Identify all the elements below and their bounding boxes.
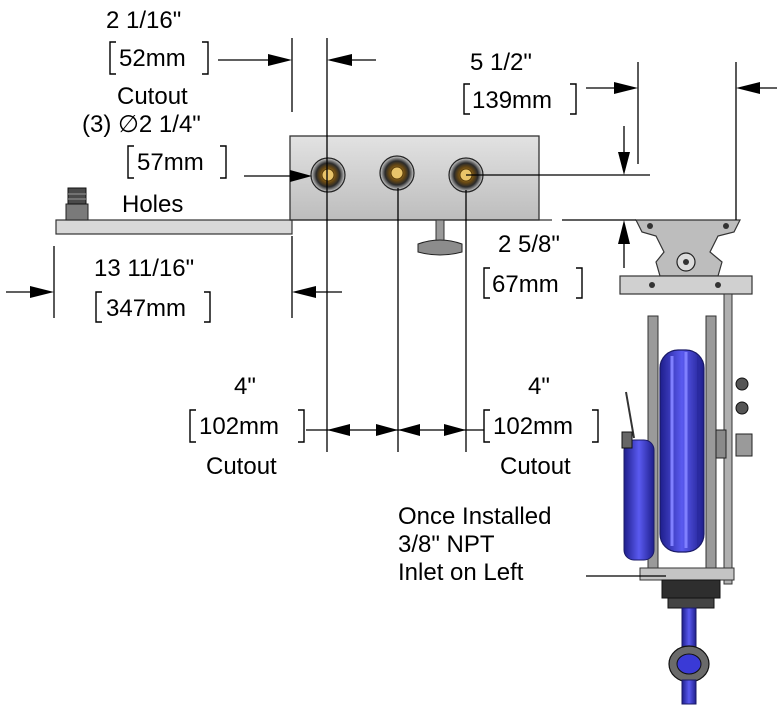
cutout-hole-1 <box>310 157 346 193</box>
reel-width-inch: 5 1/2" <box>470 49 532 76</box>
spacing-right-caption: Cutout <box>500 453 571 480</box>
cutout-hole-2 <box>379 155 415 191</box>
holes-diameter-inch: 2 1/4" <box>139 111 201 138</box>
holes-label: (3) ∅2 1/4" <box>82 111 201 138</box>
holes-diameter-mm: 57mm <box>137 149 204 176</box>
hose-coil <box>623 349 705 561</box>
overall-width-mm: 347mm <box>106 295 186 322</box>
inlet-hub <box>661 579 721 609</box>
mounting-bracket <box>619 219 753 295</box>
top-view <box>55 135 552 256</box>
spacing-left-caption: Cutout <box>206 453 277 480</box>
overall-width-mm-bracket <box>95 291 211 323</box>
overall-width-inch: 13 11/16" <box>94 255 194 282</box>
spacing-left-mm-bracket <box>189 409 305 443</box>
mounting-plate <box>55 219 293 235</box>
cutout-width-inch: 2 1/16" <box>106 7 181 34</box>
bracket-height-mm: 67mm <box>492 271 559 298</box>
crank-handle <box>621 391 635 449</box>
inlet-note-line3: Inlet on Left <box>398 559 524 586</box>
spacing-right-mm-bracket <box>483 409 599 443</box>
spacing-left-mm: 102mm <box>199 413 279 440</box>
inlet-note-line1: Once Installed <box>398 503 551 530</box>
plate-fitting <box>65 187 89 221</box>
dimension-lines <box>6 38 777 577</box>
diameter-symbol: ∅ <box>118 111 139 138</box>
hose-outlet <box>668 607 710 705</box>
cutout-width-mm: 52mm <box>119 45 186 72</box>
holes-count: (3) <box>82 111 118 138</box>
t-handle-valve <box>417 219 463 256</box>
inlet-note-line2: 3/8" NPT <box>398 531 495 558</box>
spacing-right-mm: 102mm <box>493 413 573 440</box>
holes-mm-bracket <box>127 145 227 179</box>
spacing-left-inch: 4" <box>234 373 256 400</box>
bracket-height-inch: 2 5/8" <box>498 231 560 258</box>
cutout-width-caption: Cutout <box>117 83 188 110</box>
side-bolts <box>715 377 753 459</box>
holes-caption: Holes <box>122 191 183 218</box>
spacing-right-inch: 4" <box>528 373 550 400</box>
reel-width-mm-bracket <box>463 83 577 115</box>
reel-width-mm: 139mm <box>472 87 552 114</box>
side-view-reel <box>619 219 753 705</box>
bracket-height-mm-bracket <box>483 267 583 299</box>
cutout-width-mm-bracket <box>109 41 209 75</box>
